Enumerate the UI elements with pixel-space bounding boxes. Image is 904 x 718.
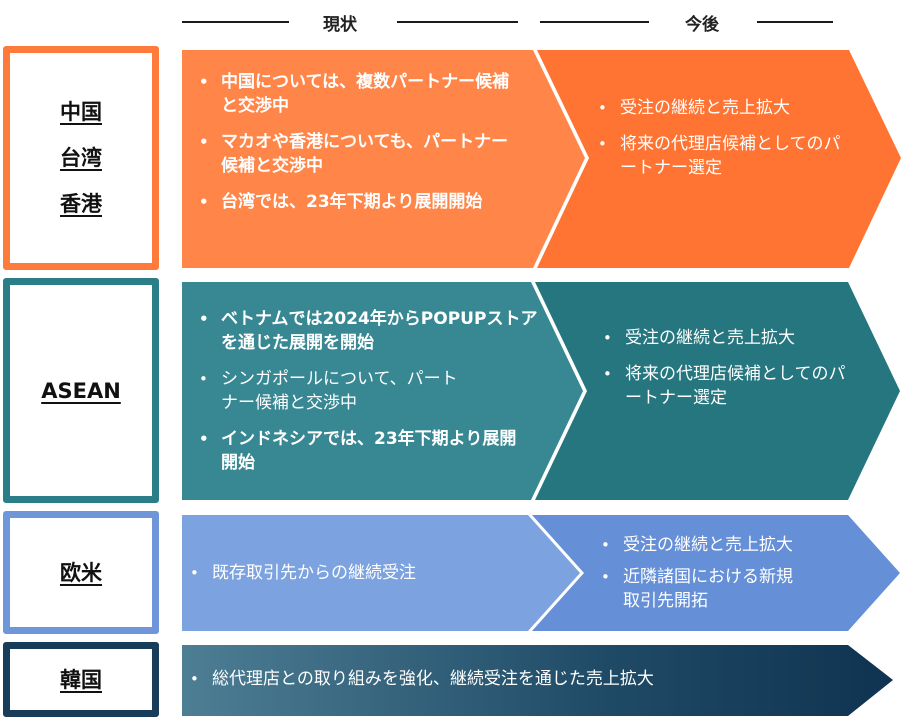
list-item: 近隣諸国における新規取引先開拓: [595, 565, 803, 613]
label-china-1: 中国: [60, 100, 102, 124]
asean-future-list: 受注の継続と売上拡大 将来の代理店候補としてのパートナー選定: [597, 326, 857, 422]
list-item: 将来の代理店候補としてのパートナー選定: [597, 362, 857, 410]
list-item: 受注の継続と売上拡大: [597, 326, 857, 350]
list-item: 中国については、複数パートナー候補と交渉中: [193, 70, 523, 118]
header-line-right-1: [540, 21, 649, 23]
label-korea: 韓国: [3, 642, 159, 717]
list-item: 総代理店との取り組みを強化、継続受注を通じた売上拡大: [184, 667, 844, 691]
label-taiwan: 台湾: [60, 146, 102, 170]
label-korea-text: 韓国: [60, 667, 102, 692]
header-line-left-2: [397, 21, 518, 23]
list-item: 受注の継続と売上拡大: [592, 96, 852, 120]
header-line-left-1: [182, 21, 289, 23]
list-item: 将来の代理店候補としてのパートナー選定: [592, 132, 852, 180]
label-hongkong: 香港: [60, 192, 102, 216]
korea-list: 総代理店との取り組みを強化、継続受注を通じた売上拡大: [184, 667, 844, 703]
list-item: 既存取引先からの継続受注: [184, 561, 514, 585]
list-item: マカオや香港についても、パートナー候補と交渉中: [193, 130, 523, 178]
list-item: インドネシアでは、23年下期より展開開始: [193, 427, 531, 475]
header-current: 現状: [323, 15, 357, 35]
west-future-list: 受注の継続と売上拡大 近隣諸国における新規取引先開拓: [595, 533, 845, 625]
label-west-text: 欧米: [60, 560, 102, 585]
header-line-right-2: [757, 21, 833, 23]
label-asean: ASEAN: [3, 278, 159, 503]
list-item: ベトナムでは2024年からPOPUPストアを通じた展開を開始: [193, 307, 538, 355]
west-current-list: 既存取引先からの継続受注: [184, 561, 514, 597]
header-future: 今後: [685, 15, 719, 35]
label-asean-text: ASEAN: [41, 378, 121, 403]
label-china: 中国 台湾 香港: [3, 46, 159, 270]
list-item: 台湾では、23年下期より展開開始: [193, 190, 523, 214]
label-west: 欧米: [3, 511, 159, 634]
china-future-list: 受注の継続と売上拡大 将来の代理店候補としてのパートナー選定: [592, 96, 852, 192]
china-current-list: 中国については、複数パートナー候補と交渉中 マカオや香港についても、パートナー候…: [193, 70, 523, 226]
list-item: 受注の継続と売上拡大: [595, 533, 845, 557]
asean-current-list: ベトナムでは2024年からPOPUPストアを通じた展開を開始 シンガポールについ…: [193, 307, 538, 487]
list-item: シンガポールについて、パートナー候補と交渉中: [193, 367, 471, 415]
